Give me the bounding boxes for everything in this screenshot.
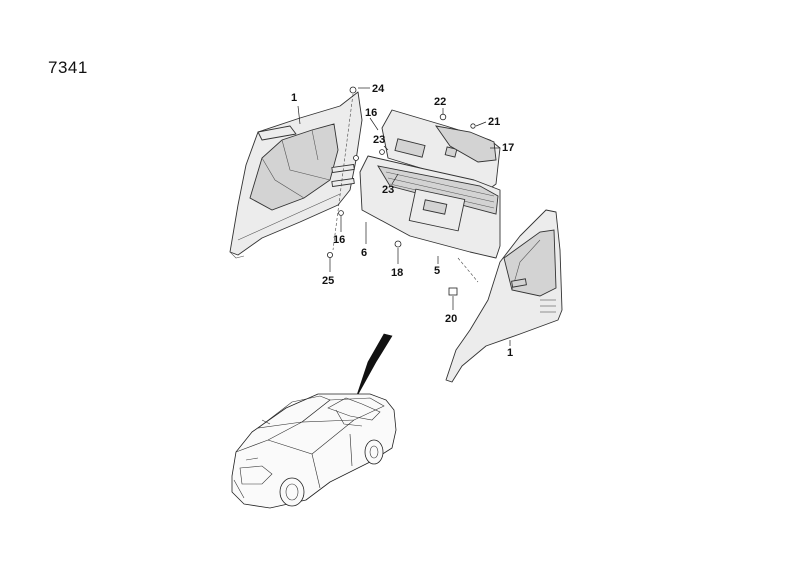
callout-5: 5 [434, 265, 440, 277]
callout-6: 6 [361, 247, 367, 259]
right-quarter-trim-panel[interactable] [445, 209, 563, 383]
diagram-code: 7341 [48, 58, 88, 77]
callout-21: 21 [488, 116, 500, 128]
callout-23-mid: 23 [382, 184, 394, 196]
callout-1-left: 1 [291, 92, 297, 104]
locator-pointer [355, 333, 393, 399]
callout-24: 24 [372, 83, 385, 95]
clip-22[interactable] [439, 113, 447, 121]
callout-20: 20 [445, 313, 457, 325]
callout-1-right: 1 [507, 347, 513, 359]
callout-23-top: 23 [373, 134, 385, 146]
callout-16-top: 16 [365, 107, 377, 119]
clip-25[interactable] [326, 251, 333, 258]
callout-25: 25 [322, 275, 334, 287]
vehicle-locator-illustration [231, 393, 397, 509]
callout-17: 17 [502, 142, 514, 154]
clip-24[interactable] [349, 86, 357, 94]
screw-21[interactable] [470, 123, 476, 129]
leader-lines [297, 87, 511, 346]
callout-18: 18 [391, 267, 403, 279]
rear-upper-trim-panel[interactable] [381, 109, 501, 191]
left-quarter-trim-panel[interactable] [229, 91, 363, 259]
callout-16-bottom: 16 [333, 234, 345, 246]
callout-22: 22 [434, 96, 446, 108]
clip-16-top[interactable] [353, 155, 359, 161]
trunk-sill-trim-panel[interactable] [359, 155, 501, 259]
clip-20[interactable] [448, 287, 458, 296]
clip-18[interactable] [394, 240, 402, 248]
clip-16-bottom[interactable] [338, 210, 344, 216]
clip-23-top[interactable] [379, 149, 385, 155]
